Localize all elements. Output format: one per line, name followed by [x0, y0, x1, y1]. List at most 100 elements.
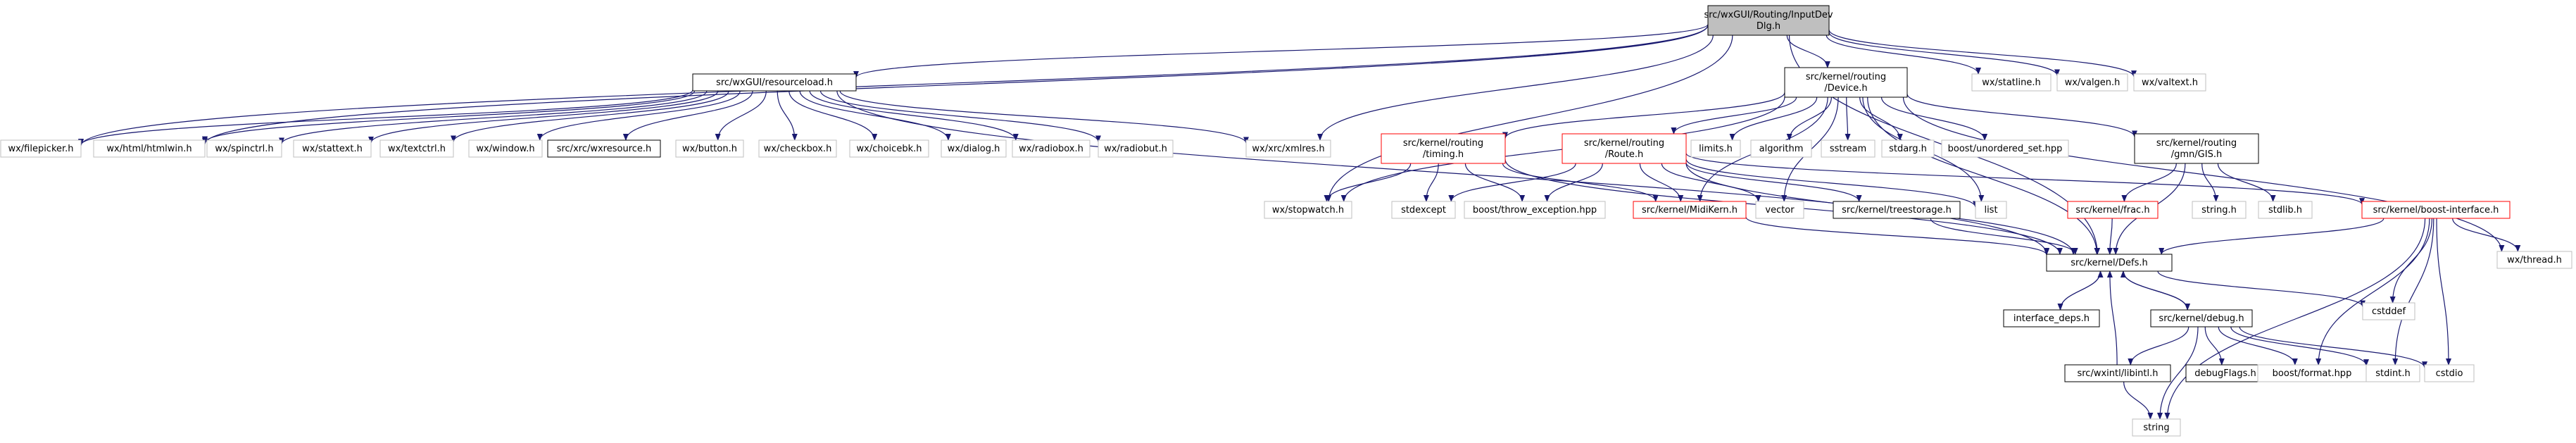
- node-box-button: [675, 139, 744, 158]
- edge-root-to-stopwatch: [1326, 35, 1733, 202]
- node-debugflags[interactable]: debugFlags.h: [2185, 364, 2266, 382]
- edge-device-to-sstream: [1845, 96, 1851, 141]
- node-valtext[interactable]: wx/valtext.h: [2133, 73, 2206, 92]
- node-box-checkbox: [758, 139, 837, 158]
- node-treestorage[interactable]: src/kernel/treestorage.h: [1833, 201, 1961, 219]
- node-box-sstream: [1821, 139, 1876, 158]
- edge-device-to-stdarg: [1859, 96, 1903, 141]
- node-label-cstddef-line-0: cstddef: [2372, 306, 2406, 317]
- node-format[interactable]: boost/format.hpp: [2257, 364, 2367, 382]
- node-stdint[interactable]: stdint.h: [2365, 364, 2420, 382]
- node-box-libintl: [2064, 364, 2171, 382]
- node-string[interactable]: string: [2132, 418, 2181, 437]
- node-spinctrl[interactable]: wx/spinctrl.h: [206, 139, 282, 158]
- node-list[interactable]: list: [1975, 201, 2007, 219]
- node-stopwatch[interactable]: wx/stopwatch.h: [1264, 201, 1352, 219]
- node-stattext[interactable]: wx/stattext.h: [293, 139, 372, 158]
- node-stdlib[interactable]: stdlib.h: [2258, 201, 2313, 219]
- node-radiobut[interactable]: wx/radiobut.h: [1098, 139, 1174, 158]
- node-label-radiobox-line-0: wx/radiobox.h: [1019, 144, 1083, 154]
- node-label-stattext-line-0: wx/stattext.h: [302, 144, 363, 154]
- node-box-string: [2132, 418, 2181, 437]
- node-stdexcept[interactable]: stdexcept: [1391, 201, 1456, 219]
- node-stdarg[interactable]: stdarg.h: [1881, 139, 1935, 158]
- node-button[interactable]: wx/button.h: [675, 139, 744, 158]
- node-frac[interactable]: src/kernel/frac.h: [2067, 201, 2159, 219]
- node-statline[interactable]: wx/statline.h: [1971, 73, 2052, 92]
- edge-device-to-thread: [1902, 96, 2505, 252]
- node-ifdeps[interactable]: interface_deps.h: [2003, 309, 2100, 327]
- node-sstream[interactable]: sstream: [1821, 139, 1876, 158]
- node-dialog[interactable]: wx/dialog.h: [941, 139, 1007, 158]
- node-wxresource[interactable]: src/xrc/wxresource.h: [547, 139, 661, 158]
- node-label-list-line-0: list: [1984, 205, 1997, 216]
- node-window[interactable]: wx/window.h: [468, 139, 543, 158]
- node-label-wxresource-line-0: src/xrc/wxresource.h: [557, 144, 652, 154]
- node-label-window-line-0: wx/window.h: [476, 144, 534, 154]
- node-midikern[interactable]: src/kernel/MidiKern.h: [1633, 201, 1747, 219]
- node-htmlwin[interactable]: wx/html/htmlwin.h: [93, 139, 206, 158]
- node-vector[interactable]: vector: [1755, 201, 1804, 219]
- edge-resourceload-to-checkbox: [777, 90, 798, 141]
- node-algorithm[interactable]: algorithm: [1750, 139, 1812, 158]
- node-label-valgen-line-0: wx/valgen.h: [2065, 77, 2121, 88]
- node-cstdio[interactable]: cstdio: [2424, 364, 2475, 382]
- node-unordered[interactable]: boost/unordered_set.hpp: [1941, 139, 2069, 158]
- node-limits[interactable]: limits.h: [1690, 139, 1741, 158]
- node-choicebk[interactable]: wx/choicebk.h: [849, 139, 929, 158]
- node-valgen[interactable]: wx/valgen.h: [2056, 73, 2128, 92]
- node-label-timing-line-0: src/kernel/routing: [1403, 138, 1483, 149]
- node-radiobox[interactable]: wx/radiobox.h: [1012, 139, 1091, 158]
- node-label-format-line-0: boost/format.hpp: [2273, 368, 2352, 379]
- node-defs[interactable]: src/kernel/Defs.h: [2046, 254, 2173, 272]
- node-label-timing-line-1: /timing.h: [1423, 149, 1464, 160]
- edge-root-to-device: [1786, 35, 1830, 68]
- edge-boostif-to-thread: [2452, 218, 2521, 252]
- node-thread[interactable]: wx/thread.h: [2496, 251, 2572, 269]
- node-box-stdint: [2365, 364, 2420, 382]
- node-stringh[interactable]: string.h: [2192, 201, 2247, 219]
- edge-resourceload-to-xmlres: [839, 90, 1249, 144]
- node-boostif[interactable]: src/kernel/boost-interface.h: [2361, 201, 2511, 219]
- edge-timing-to-midikern: [1502, 163, 1659, 202]
- edge-root-to-htmlwin: [202, 25, 1709, 145]
- node-resourceload[interactable]: src/wxGUI/resourceload.h: [692, 73, 857, 92]
- node-gis[interactable]: src/kernel/routing/gmn/GIS.h: [2134, 133, 2259, 164]
- node-cstddef[interactable]: cstddef: [2362, 302, 2415, 320]
- node-timing[interactable]: src/kernel/routing/timing.h: [1381, 133, 1506, 164]
- node-box-statline: [1971, 73, 2052, 92]
- edge-defs-to-cstddef: [2157, 270, 2365, 308]
- node-route[interactable]: src/kernel/routing/Route.h: [1562, 133, 1687, 164]
- node-box-stdexcept: [1391, 201, 1456, 219]
- node-box-radiobut: [1098, 139, 1174, 158]
- node-debug[interactable]: src/kernel/debug.h: [2150, 309, 2253, 327]
- node-filepicker[interactable]: wx/filepicker.h: [0, 139, 82, 158]
- edge-resourceload-to-radiobut: [819, 90, 1101, 143]
- node-box-defs: [2046, 254, 2173, 272]
- node-label-valtext-line-0: wx/valtext.h: [2142, 77, 2198, 88]
- node-textctrl[interactable]: wx/textctrl.h: [379, 139, 454, 158]
- edge-route-to-throwexc: [1544, 163, 1603, 202]
- edge-frac-to-defs: [2106, 218, 2113, 255]
- node-label-gis-line-1: /gmn/GIS.h: [2171, 149, 2222, 160]
- node-box-spinctrl: [206, 139, 282, 158]
- node-box-stringh: [2192, 201, 2247, 219]
- edge-root-to-filepicker: [78, 25, 1709, 146]
- edge-root-to-xmlres: [1317, 35, 1714, 141]
- node-libintl[interactable]: src/wxintl/libintl.h: [2064, 364, 2171, 382]
- node-device[interactable]: src/kernel/routing/Device.h: [1784, 67, 1908, 98]
- edge-device-to-unordered: [1880, 96, 1988, 141]
- edge-debug-to-debugflags: [2204, 326, 2225, 366]
- node-checkbox[interactable]: wx/checkbox.h: [758, 139, 837, 158]
- node-label-treestorage-line-0: src/kernel/treestorage.h: [1842, 205, 1952, 216]
- edge-resourceload-to-button: [715, 90, 767, 141]
- edge-treestorage-to-defs: [1930, 218, 2078, 255]
- node-label-filepicker-line-0: wx/filepicker.h: [8, 144, 73, 154]
- node-label-device-line-1: /Device.h: [1824, 83, 1867, 94]
- node-box-htmlwin: [93, 139, 206, 158]
- node-label-stdarg-line-0: stdarg.h: [1889, 144, 1927, 154]
- node-xmlres[interactable]: wx/xrc/xmlres.h: [1245, 139, 1331, 158]
- node-throwexc[interactable]: boost/throw_exception.hpp: [1464, 201, 1606, 219]
- edge-device-to-gis: [1906, 94, 2137, 138]
